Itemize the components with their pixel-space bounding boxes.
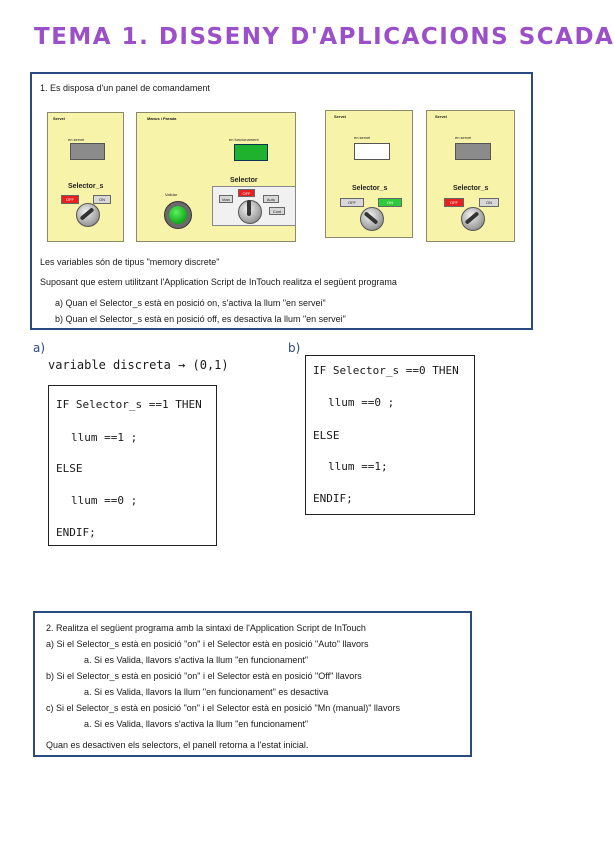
knob-pointer-icon [247, 200, 251, 216]
exercise-2-item-c: c) Si el Selector_s està en posició "on"… [46, 703, 400, 713]
validar-button[interactable] [164, 201, 192, 229]
lamp-label: en servei [354, 135, 371, 140]
code-line: llum ==0 ; [71, 494, 138, 507]
code-line: ELSE [313, 429, 340, 442]
off-button[interactable]: OFF [238, 189, 255, 197]
selector-s-knob[interactable] [76, 203, 100, 227]
lamp-label: en funcionament [229, 137, 259, 142]
panel-title: Servei [435, 114, 448, 119]
panel-servei-1: Servei en servei Selector_s OFF ON [47, 112, 124, 242]
code-line: ENDIF; [56, 526, 96, 539]
exercise-2-item-c-sub: a. Si es Valida, llavors s'activa la llu… [84, 719, 309, 729]
code-line: llum ==1 ; [71, 431, 138, 444]
en-servei-lamp [455, 143, 491, 160]
on-button[interactable]: ON [93, 195, 111, 204]
panel-manus-parada: Manus i Parada en funcionament Selector … [136, 112, 296, 242]
exercise-1-heading: 1. Es disposa d'un panel de comandament [40, 83, 210, 93]
selector-label: Selector_s [352, 185, 388, 192]
off-button[interactable]: OFF [444, 198, 464, 207]
panel-servei-4: Servei en servei Selector_s OFF ON [426, 110, 515, 242]
code-box-b: IF Selector_s ==0 THEN llum ==0 ; ELSE l… [305, 355, 475, 515]
code-line: ENDIF; [313, 492, 353, 505]
exercise-2-item-a: a) Si el Selector_s està en posició "on"… [46, 639, 369, 649]
exercise-2-box [33, 611, 472, 757]
exercise-2-heading: 2. Realitza el següent programa amb la s… [46, 623, 366, 633]
code-line: llum ==1; [328, 460, 388, 473]
en-funcionament-lamp [234, 144, 268, 161]
en-servei-lamp [354, 143, 390, 160]
green-button-icon [169, 206, 187, 224]
exercise-2-item-b-sub: a. Si es Valida, llavors la llum "en fun… [84, 687, 329, 697]
code-line: IF Selector_s ==1 THEN [56, 398, 202, 411]
auto-button[interactable]: Auto [263, 195, 279, 203]
panel-servei-3: Servei en servei Selector_s OFF ON [325, 110, 413, 238]
panel-title: Servei [53, 116, 66, 121]
answer-a-label: a) [33, 341, 46, 355]
exercise-2-item-b: b) Si el Selector_s està en posició "on"… [46, 671, 362, 681]
exercise-1-line-2: Suposant que estem utilitzant l'Applicat… [40, 277, 397, 287]
off-button[interactable]: OFF [340, 198, 364, 207]
man-button[interactable]: Man [219, 195, 233, 203]
code-box-a: IF Selector_s ==1 THEN llum ==1 ; ELSE l… [48, 385, 217, 546]
on-button[interactable]: ON [479, 198, 499, 207]
code-line: llum ==0 ; [328, 396, 395, 409]
selector-label: Selector_s [68, 183, 104, 190]
exercise-1-item-b: b) Quan el Selector_s està en posició of… [55, 314, 346, 324]
exercise-2-item-a-sub: a. Si es Valida, llavors s'activa la llu… [84, 655, 309, 665]
lamp-label: en servei [68, 137, 85, 142]
exercise-1-box [30, 72, 533, 330]
selector-label: Selector [230, 177, 258, 184]
cont-button[interactable]: Cont [269, 207, 285, 215]
answer-b-label: b) [288, 341, 301, 355]
en-servei-lamp [70, 143, 105, 160]
panel-title: Manus i Parada [147, 116, 177, 121]
code-line: IF Selector_s ==0 THEN [313, 364, 459, 377]
page-title: TEMA 1. DISSENY D'APLICACIONS SCADA [34, 24, 614, 50]
panel-title: Servei [334, 114, 347, 119]
on-button[interactable]: ON [378, 198, 402, 207]
code-line: ELSE [56, 462, 83, 475]
validar-label: Validar [165, 192, 178, 197]
exercise-1-line-1: Les variables són de tipus "memory discr… [40, 257, 220, 267]
variable-note: variable discreta → (0,1) [48, 358, 229, 372]
lamp-label: en servei [455, 135, 472, 140]
exercise-2-footer: Quan es desactiven els selectors, el pan… [46, 740, 309, 750]
exercise-1-item-a: a) Quan el Selector_s està en posició on… [55, 298, 326, 308]
off-button[interactable]: OFF [61, 195, 79, 204]
selector-label: Selector_s [453, 185, 489, 192]
